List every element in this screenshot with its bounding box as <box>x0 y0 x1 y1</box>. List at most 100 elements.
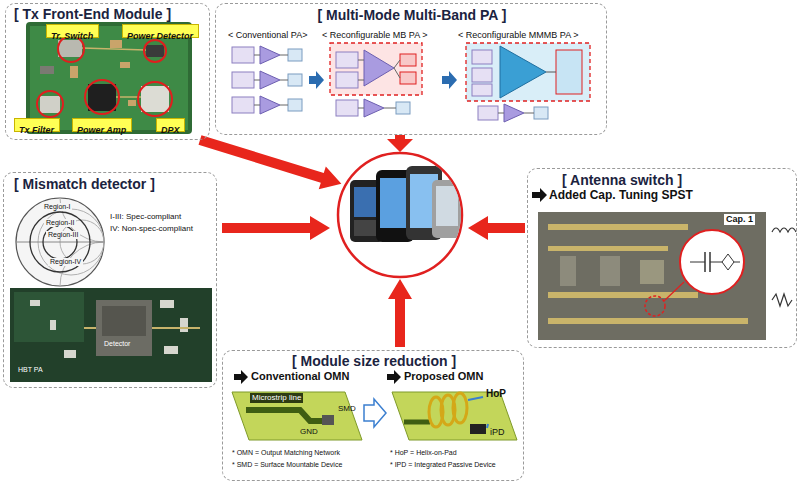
part-name: Power Amp <box>73 125 130 137</box>
pa-schematic <box>232 47 254 63</box>
panel-heading: [ Multi-Mode Multi-Band PA ] <box>318 7 507 24</box>
pa-schematic <box>254 55 260 56</box>
switch-chip-photo <box>538 212 766 340</box>
pa-schematic <box>466 43 590 122</box>
pa-schematic <box>358 108 364 109</box>
switch-chip-photo <box>704 252 706 272</box>
part-name: DPX <box>157 125 184 137</box>
detector-board-photo <box>152 327 200 329</box>
pa-schematic <box>260 96 280 114</box>
switch-chip-photo <box>710 262 722 263</box>
part-label: Region-IV <box>48 258 83 266</box>
part-label: Added Cap. Tuning SPST <box>549 188 693 202</box>
smith-chart <box>16 242 104 243</box>
pa-schematic <box>400 72 416 84</box>
detector-board-photo <box>180 318 188 332</box>
pa-schematic <box>396 102 410 114</box>
switch-chip-photo <box>680 230 744 294</box>
pcb-photo <box>128 100 136 106</box>
switch-chip-photo <box>640 260 664 284</box>
part-name: Power Detector <box>123 31 197 43</box>
part-label: Conventional OMN <box>251 370 349 383</box>
pa-schematic <box>254 105 260 106</box>
phones-picture <box>338 153 462 277</box>
pa-schematic <box>288 74 302 86</box>
part-label: IV: Non-spec-compliant <box>110 224 193 234</box>
proposed-omn-picture <box>392 392 517 440</box>
pcb-photo <box>120 62 130 68</box>
switch-chip-photo <box>560 256 576 286</box>
detector-board-photo <box>50 320 56 330</box>
proposed-omn-picture <box>453 393 467 423</box>
pa-schematic <box>400 54 416 66</box>
conventional-omn-picture <box>322 415 334 425</box>
pcb-photo <box>70 66 78 78</box>
pa-schematic <box>504 104 524 122</box>
detector-board-photo <box>164 346 178 354</box>
panel-heading: [ Mismatch detector ] <box>14 176 155 193</box>
phones-picture <box>432 180 462 238</box>
red-arrow <box>196 129 344 196</box>
pcb-photo <box>40 66 54 74</box>
detector-board-photo <box>160 300 174 308</box>
pcb-photo <box>110 40 122 48</box>
pa-schematic <box>364 50 394 86</box>
red-arrow <box>196 129 525 347</box>
pcb-photo <box>58 40 82 57</box>
pa-schematic <box>232 97 254 113</box>
pcb-photo <box>37 91 63 117</box>
part-label: Proposed OMN <box>404 370 483 383</box>
part-label: Region-II <box>44 219 76 227</box>
pa-schematic <box>524 113 534 114</box>
part-label: < Reconfigurable MB PA > <box>322 30 427 41</box>
pa-schematic <box>394 60 400 68</box>
part-label: iPD <box>490 427 505 438</box>
part-label: HBT PA <box>18 366 43 374</box>
pcb-photo <box>141 86 169 112</box>
pa-schematic <box>384 108 396 109</box>
detector-board-photo <box>96 300 152 356</box>
pa-schematic <box>288 99 302 111</box>
pa-schematic <box>260 46 280 64</box>
red-arrow <box>388 279 412 347</box>
pa-schematic <box>498 113 504 114</box>
section-panel: [ Multi-Mode Multi-Band PA ] <box>215 3 607 135</box>
pcb-photo <box>40 96 60 113</box>
transition-arrow <box>364 399 386 427</box>
pa-schematic <box>472 50 492 64</box>
pcb-photo <box>146 45 164 57</box>
pa-schematic <box>500 46 546 98</box>
pa-schematic <box>472 68 492 82</box>
part-label: HoP <box>486 388 506 400</box>
pcb-photo <box>30 26 188 130</box>
panel-heading: [ Module size reduction ] <box>292 353 456 370</box>
detector-board-photo <box>64 350 76 358</box>
conventional-omn-picture <box>246 410 322 421</box>
pa-schematic <box>280 105 288 106</box>
phones-picture <box>436 186 458 226</box>
flow-arrow <box>442 71 457 89</box>
smith-chart <box>16 198 104 286</box>
part-name: Tx Filter <box>15 125 58 137</box>
bullet-arrow <box>532 188 547 202</box>
phones-picture <box>350 166 462 242</box>
red-arrow <box>387 135 413 152</box>
switch-chip-photo <box>664 282 684 301</box>
pa-schematic <box>534 107 548 119</box>
part-label: * IPD = Integrated Passive Device <box>390 461 496 469</box>
pcb-photo <box>144 40 166 62</box>
part-label: GND <box>300 427 318 437</box>
part-tag: Power Amp <box>72 118 132 132</box>
part-tag: DPX <box>156 118 185 132</box>
section-panel: [ Mismatch detector ] <box>3 172 217 388</box>
switch-chip-photo <box>548 318 748 324</box>
part-label: I-III: Spec-compliant <box>110 212 181 222</box>
pa-schematic <box>336 72 358 88</box>
panel-heading: [ Tx Front-End Module ] <box>14 6 171 23</box>
pa-schematic <box>330 43 422 117</box>
detector-board-photo <box>10 288 212 382</box>
pa-schematic <box>280 80 288 81</box>
pa-schematic <box>260 71 280 89</box>
part-label: Detector <box>104 340 130 348</box>
